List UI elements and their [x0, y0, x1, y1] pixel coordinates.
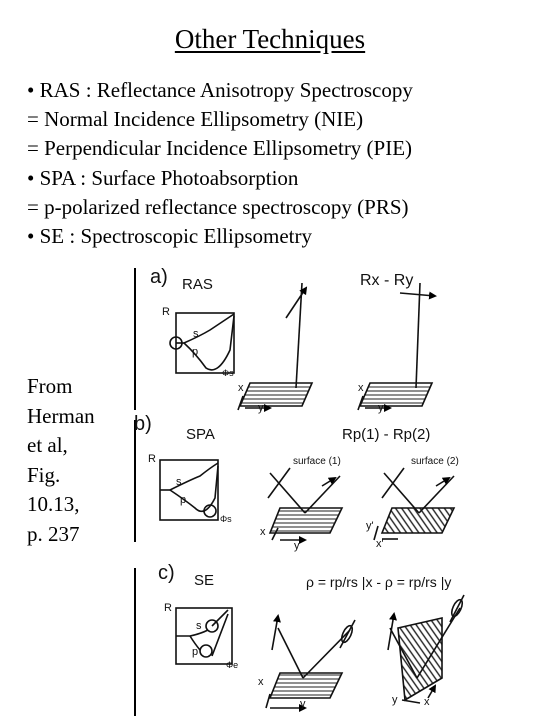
panel-c-r-label: R [164, 602, 172, 614]
panel-b-y1: y [294, 540, 300, 552]
panel-c-label: c) [158, 562, 175, 584]
panel-c-phi-label: Φe [226, 660, 239, 670]
figure-drawing [159, 282, 465, 712]
panel-a-s-label: s [193, 328, 199, 340]
se-spectrum-plot [175, 607, 233, 665]
bullet-list: • RAS : Reflectance Anisotropy Spectrosc… [27, 76, 532, 251]
se-sample-1 [265, 614, 356, 712]
panel-c-p-label: p [192, 646, 199, 658]
spa-sample-1 [267, 467, 344, 544]
se-sample-2 [387, 594, 465, 704]
panel-c-s-label: s [196, 620, 202, 632]
ras-spectrum-plot [169, 312, 235, 374]
panel-a-p-label: p [192, 346, 199, 358]
panel-b-r-label: R [148, 453, 156, 465]
panel-b-formula: Rp(1) - Rp(2) [342, 426, 431, 443]
panel-c-formula: ρ = rp/rs |x - ρ = rp/rs |y [306, 574, 452, 590]
slide-title: Other Techniques [174, 24, 366, 54]
panel-a-x1: x [238, 382, 244, 394]
panel-b-x2: x' [376, 538, 384, 550]
spa-spectrum-plot [159, 459, 219, 521]
panel-b-x1: x [260, 526, 266, 538]
bullet-spa: • SPA : Surface Photoabsorption [27, 165, 299, 190]
bullet-se: • SE : Spectroscopic Ellipsometry [27, 224, 312, 249]
panel-b-surface-1: surface (1) [293, 456, 341, 467]
ras-sample-1 [237, 282, 314, 412]
bullet-nie: = Normal Incidence Ellipsometry (NIE) [27, 107, 364, 132]
panel-c-name: SE [194, 572, 215, 589]
panel-a-x2: x [358, 382, 364, 394]
panel-c-y1: y [300, 698, 306, 710]
bullet-prs: = p-polarized reflectance spectroscopy (… [27, 194, 409, 219]
ras-sample-2 [357, 282, 437, 412]
panel-b-y2: y' [366, 520, 374, 532]
scan-edge-line [134, 268, 136, 410]
panel-a-label: a) [150, 266, 168, 288]
scan-edge-line [134, 420, 136, 542]
panel-b-surface-2: surface (2) [411, 456, 459, 467]
scan-edge-line [134, 568, 136, 716]
panel-a-phi-label: Φs [222, 368, 234, 378]
panel-b-p-label: p [180, 494, 187, 506]
bullet-pie: = Perpendicular Incidence Ellipsometry (… [27, 136, 413, 161]
panel-b-label: b) [134, 413, 152, 435]
panel-b-name: SPA [186, 426, 215, 443]
panel-a-y2: y [378, 402, 384, 414]
panel-b-phi-label: Φs [220, 514, 232, 524]
citation-text: From Herman et al, Fig. 10.13, p. 237 [27, 374, 95, 546]
panel-b-s-label: s [176, 476, 182, 488]
panel-a-y1: y [258, 402, 264, 414]
spa-sample-2 [373, 467, 456, 541]
figure-10-13: a) RAS Rx - Ry R s p Φs x y x y b) SPA R… [130, 258, 538, 716]
bullet-ras: • RAS : Reflectance Anisotropy Spectrosc… [27, 78, 413, 102]
panel-a-r-label: R [162, 306, 170, 318]
panel-c-x1: x [258, 676, 264, 688]
panel-a-formula: Rx - Ry [360, 272, 414, 289]
panel-c-y2: y [392, 694, 398, 706]
panel-a-name: RAS [182, 276, 213, 293]
panel-c-x2: x [424, 696, 430, 708]
